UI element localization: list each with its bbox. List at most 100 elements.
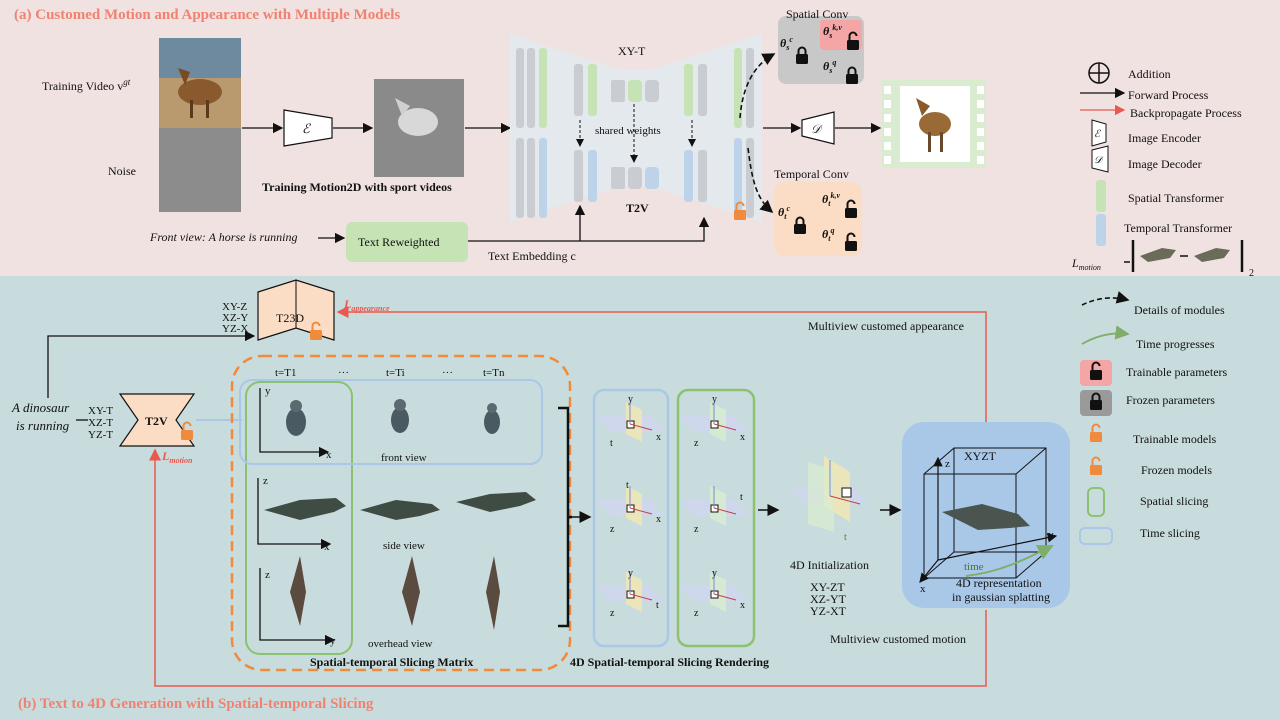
dino-overhead-1: [290, 556, 306, 626]
xyt-label-2: XZ-T: [88, 417, 113, 429]
legend-trainable-models: Trainable models: [1133, 432, 1217, 446]
legend-addition: Addition: [1128, 67, 1171, 81]
legend-spatial-slicing: Spatial slicing: [1140, 494, 1208, 508]
multiview-appearance-label: Multiview customed appearance: [808, 319, 964, 333]
rep-line1: 4D representation: [956, 576, 1042, 590]
text-embedding-label: Text Embedding c: [488, 249, 576, 263]
svg-text:z: z: [694, 608, 699, 619]
svg-text:y: y: [628, 568, 633, 579]
legend-l-motion: Lmotion: [1071, 256, 1101, 272]
details-arrow-icon: [1081, 291, 1130, 306]
encoder-icon: ℰ: [283, 109, 333, 147]
dino-overhead-2: [402, 556, 420, 626]
overhead-view-axes: [259, 568, 336, 646]
time-slicing-swatch: [1079, 527, 1113, 545]
time-label-dots1: ···: [338, 367, 349, 379]
svg-text:y: y: [628, 394, 633, 405]
text-embedding-path: [468, 216, 710, 242]
noise-label: Noise: [108, 164, 136, 178]
matrix-time-slice-frame: [239, 379, 543, 465]
time-progress-legend-icon: [1081, 325, 1130, 345]
dino-side-3: [456, 492, 536, 512]
output-film-strip: [882, 80, 986, 168]
dino-side-2: [360, 500, 440, 520]
xyz-label-3: YZ-X: [222, 323, 248, 335]
temporal-conv-label: Temporal Conv: [774, 167, 849, 181]
overhead-view-label: overhead view: [368, 638, 432, 650]
legend-backprop: Backpropagate Process: [1130, 106, 1242, 120]
init-label-1: XY-ZT: [810, 580, 845, 594]
front-view-label: front view: [381, 452, 427, 464]
svg-text:t: t: [626, 480, 629, 491]
unet-block: [510, 34, 762, 222]
time-label-ti: t=Ti: [386, 367, 405, 379]
matrix-caption: Spatial-temporal Slicing Matrix: [310, 655, 473, 669]
rep-label-y: y: [1048, 529, 1054, 541]
svg-text:x: x: [740, 432, 745, 443]
rendering-slices: [596, 402, 748, 612]
front-axis-y: y: [265, 385, 271, 397]
motion-loss-path: [149, 448, 987, 687]
rep-label-z: z: [945, 458, 950, 470]
theta-s-c: θsc: [780, 35, 793, 52]
xyz-label-1: XY-Z: [222, 301, 247, 313]
matrix-bracket: [558, 406, 572, 628]
svg-text:t: t: [610, 438, 613, 449]
legend-forward: Forward Process: [1128, 88, 1209, 102]
dashed-arrow-to-spatial: [739, 53, 776, 119]
dino-front-2: [391, 399, 409, 433]
temporal-conv-box: [774, 182, 862, 256]
svg-text:z: z: [610, 608, 615, 619]
rep-xyzt-label: XYZT: [964, 449, 997, 463]
rep-axis-y: [937, 532, 1058, 561]
t23d-block: [257, 279, 335, 341]
horse-video-thumbnail: [159, 38, 241, 128]
legend-temporal-transformer: Temporal Transformer: [1124, 221, 1232, 235]
image-decoder-icon: 𝒟: [1091, 145, 1109, 173]
time-progress-arrow: [965, 545, 1054, 577]
init-label-2: XZ-YT: [810, 592, 847, 606]
legend-time-progresses: Time progresses: [1136, 337, 1215, 351]
rep-line2: in gaussian splatting: [952, 590, 1050, 604]
side-axis-x: x: [324, 541, 330, 553]
init-caption: 4D Initialization: [790, 558, 869, 572]
xyz-label-2: XZ-Y: [222, 312, 248, 324]
xyt-label-3: YZ-T: [88, 429, 113, 441]
legend-frozen-models: Frozen models: [1141, 463, 1212, 477]
noise-thumbnail: [159, 128, 241, 212]
noisy-latent-thumbnail: [374, 79, 464, 177]
time-label-dots2: ···: [442, 367, 453, 379]
matrix-spatial-slice-frame: [245, 381, 353, 655]
time-label-t1: t=T1: [275, 367, 296, 379]
dino-front-3: [484, 403, 500, 434]
theta-s-kv: θsk,v: [823, 23, 842, 40]
training-caption: Training Motion2D with sport videos: [262, 180, 452, 194]
matrix-orange-frame: [230, 354, 572, 672]
rendering-caption: 4D Spatial-temporal Slicing Rendering: [570, 655, 769, 669]
theta-s-q: θsq: [823, 58, 836, 75]
dashed-arrow-to-temporal: [747, 147, 774, 214]
legend-image-decoder: Image Decoder: [1128, 157, 1202, 171]
svg-text:𝒟: 𝒟: [811, 122, 823, 136]
legend-details: Details of modules: [1134, 303, 1225, 317]
rep-time-label: time: [964, 561, 984, 573]
svg-text:y: y: [712, 568, 717, 579]
xyt-label-1: XY-T: [88, 405, 113, 417]
multiview-motion-label: Multiview customed motion: [830, 632, 966, 646]
text-reweighted-label: Text Reweighted: [358, 235, 439, 249]
svg-text:ℰ: ℰ: [302, 121, 311, 136]
legend-image-encoder: Image Encoder: [1128, 131, 1201, 145]
training-video-label: Training Video vgt: [42, 77, 131, 93]
svg-text:x: x: [740, 600, 745, 611]
addition-icon: [1088, 62, 1110, 84]
spatial-conv-label: Spatial Conv: [786, 7, 848, 21]
rep-label-x: x: [920, 583, 926, 595]
temporal-transformer-swatch: [1096, 214, 1106, 246]
theta-t-c: θtc: [778, 204, 790, 221]
motion-norm-formula: [1124, 240, 1244, 272]
side-view-axes: [257, 478, 332, 550]
theta-t-q: θtq: [822, 226, 834, 243]
front-view-axes: [259, 388, 330, 458]
rep-axis-x: [919, 559, 939, 583]
